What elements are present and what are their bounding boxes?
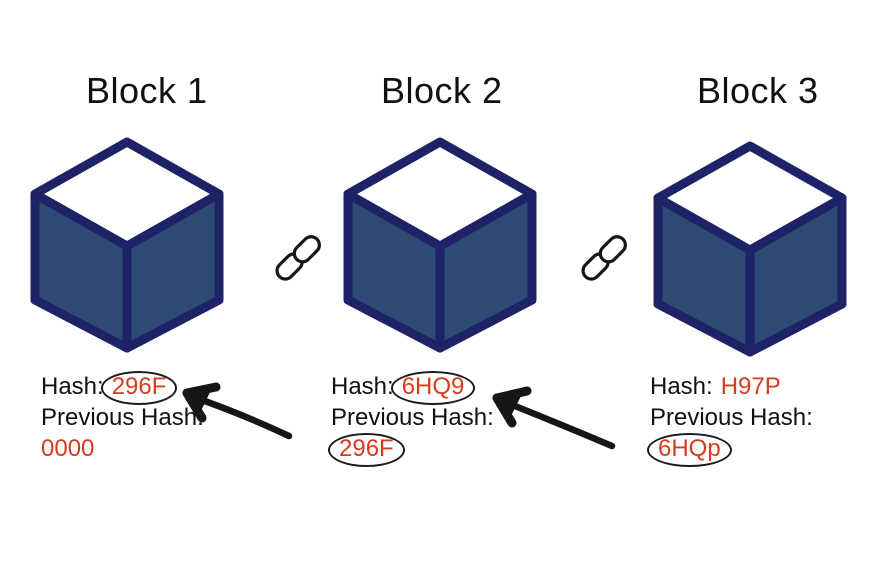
block-3-cube-icon xyxy=(650,138,850,358)
previous-hash-label: Previous Hash: xyxy=(650,404,813,431)
hash-value: H97P xyxy=(720,373,781,400)
hash-line: Hash:296F xyxy=(41,371,204,405)
block-3-title: Block 3 xyxy=(697,70,819,111)
hash-value-circled: 6HQ9 xyxy=(390,371,476,405)
block-1-hash-info: Hash:296F Previous Hash: 0000 xyxy=(41,371,204,464)
hash-label: Hash: xyxy=(331,373,394,400)
block-2-hash-info: Hash:6HQ9 Previous Hash: 296F xyxy=(328,371,494,467)
block-2-title: Block 2 xyxy=(381,70,503,111)
chain-link-icon xyxy=(578,231,631,284)
hash-line: Hash: H97P xyxy=(650,371,813,402)
block-3-hash-info: Hash: H97P Previous Hash: 6HQp xyxy=(647,371,813,467)
previous-hash-value: 0000 xyxy=(41,435,95,462)
block-2-cube-icon xyxy=(340,134,540,354)
hash-label: Hash: xyxy=(650,373,713,400)
hash-value-circled: 296F xyxy=(100,371,178,405)
block-1-cube-icon xyxy=(27,134,227,354)
previous-hash-label: Previous Hash: xyxy=(331,404,494,431)
hash-line: Hash:6HQ9 xyxy=(331,371,494,405)
previous-hash-value-circled: 6HQp xyxy=(647,433,732,467)
hand-drawn-arrow xyxy=(492,386,616,450)
previous-hash-label: Previous Hash: xyxy=(41,404,204,431)
block-1-title: Block 1 xyxy=(86,70,208,111)
hash-label: Hash: xyxy=(41,373,104,400)
chain-link-icon xyxy=(272,231,325,284)
previous-hash-value-circled: 296F xyxy=(328,433,405,467)
